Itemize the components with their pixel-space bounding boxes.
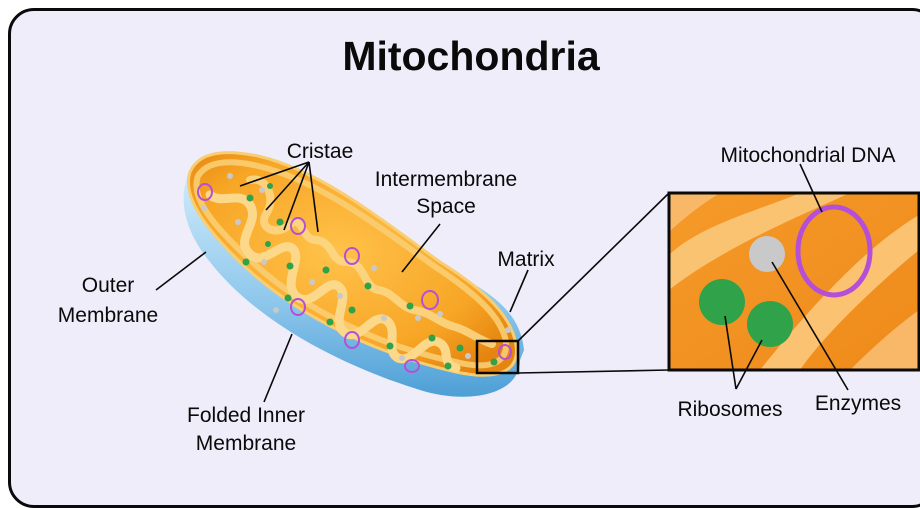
ribosome-zoom-2 (747, 301, 793, 347)
label-mito-dna: Mitochondrial DNA (720, 144, 895, 167)
label-cristae: Cristae (287, 140, 354, 163)
label-matrix: Matrix (497, 248, 555, 271)
label-ribosomes: Ribosomes (677, 398, 782, 421)
label-intermembrane-line2: Space (416, 195, 476, 218)
label-enzymes: Enzymes (815, 392, 901, 415)
zoom-connector-bottom (518, 370, 669, 373)
label-intermembrane-line1: Intermembrane (375, 168, 517, 191)
ribosome-zoom-1 (699, 279, 745, 325)
zoom-inset (669, 193, 919, 370)
label-outer-line2: Membrane (58, 304, 158, 327)
label-outer-line1: Outer (82, 274, 135, 297)
diagram-title: Mitochondria (342, 33, 601, 79)
enzyme-zoom (749, 236, 785, 272)
mitochondria-diagram: Mitochondria (0, 0, 920, 479)
label-folded-line1: Folded Inner (187, 404, 305, 427)
label-folded-line2: Membrane (196, 432, 296, 455)
